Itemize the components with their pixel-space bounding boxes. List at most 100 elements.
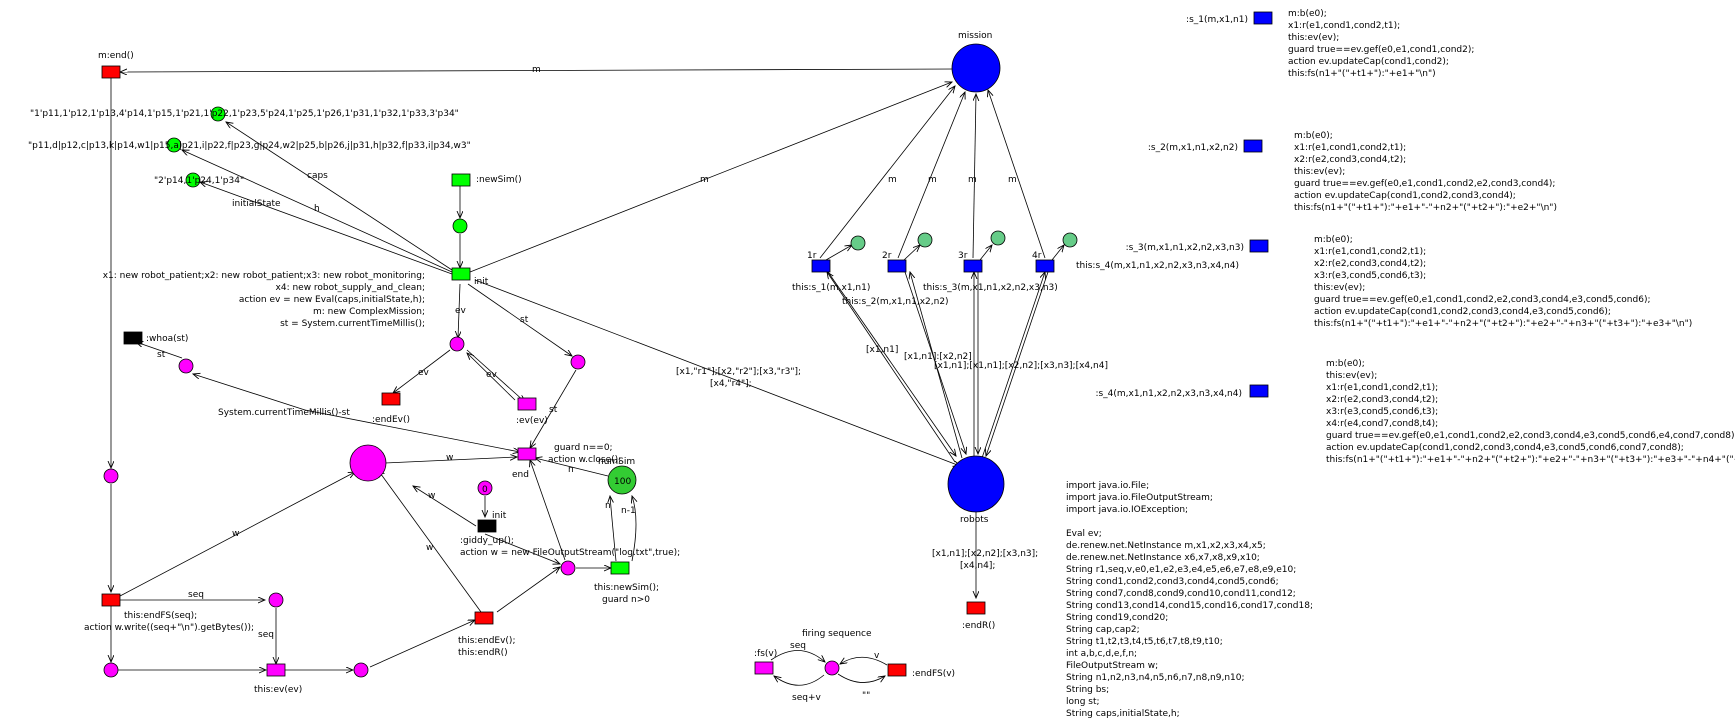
arc-s2-robots (904, 271, 966, 454)
s1-name: :s_1(m,x1,n1) (1186, 15, 1248, 25)
transition-end[interactable] (517, 447, 537, 461)
arc-newsim-numsim (632, 496, 636, 562)
transition-this-ev[interactable] (266, 663, 286, 677)
transition-s2-decl[interactable] (1243, 139, 1263, 153)
s3-line: m:b(e0); (1314, 235, 1353, 245)
place-fs-2[interactable] (917, 232, 933, 248)
arc-robots-s1 (827, 272, 956, 463)
label-sys-time: System.currentTimeMillis()-st (218, 408, 350, 418)
place-after-newsim[interactable] (452, 218, 468, 234)
decl-line: String cap,cap2; (1066, 625, 1140, 635)
place-num-sim[interactable] (607, 465, 637, 495)
transition-s3-decl[interactable] (1249, 239, 1269, 253)
arc-giddy-w (413, 486, 477, 527)
transition-s3[interactable] (963, 259, 983, 273)
transition-s4-decl[interactable] (1249, 384, 1269, 398)
transition-s2[interactable] (887, 259, 907, 273)
arc-place-end (530, 460, 566, 561)
decl-line: de.renew.net.NetInstance x6,x7,x8,x9,x10… (1066, 553, 1260, 563)
arc-init-h (182, 150, 453, 273)
s2-line: this:fs(n1+"("+t1+"):"+e1+"-"+n2+"("+t2+… (1294, 203, 1557, 213)
arcs (111, 69, 1064, 686)
transition-end-fs-v[interactable] (887, 663, 907, 677)
label-st-arc2: st (549, 405, 558, 415)
place-mission[interactable] (951, 43, 1001, 93)
label-guard-n: guard n>0 (602, 595, 650, 605)
arc-endfs-dash (837, 673, 885, 683)
label-firing-sequence: firing sequence (802, 629, 872, 639)
label-this-new-sim: this:newSim(); (594, 583, 659, 593)
label-arc-m-s3: m (968, 175, 977, 185)
transition-this-new-sim[interactable] (610, 561, 630, 575)
label-x-arc2: [x4,"r4"]; (710, 379, 752, 389)
transition-whoa[interactable] (123, 331, 143, 345)
transition-new-sim[interactable] (451, 173, 471, 187)
place-fs-4[interactable] (1062, 232, 1078, 248)
s3-name: :s_3(m,x1,n1,x2,n2,x3,n3) (1126, 243, 1244, 253)
label-h-arc: h (314, 204, 320, 214)
arc-place-endev (369, 620, 475, 668)
place-bottom-left[interactable] (103, 662, 119, 678)
transition-end-ev[interactable] (381, 392, 401, 406)
arc-endfs-v (840, 656, 888, 666)
label-caps-arc: caps (307, 171, 328, 181)
arc-endfs-bigplace (119, 472, 355, 597)
arc-time-end (304, 409, 520, 452)
label-end-fs2: action w.write((seq+"\n").getBytes()); (84, 623, 254, 633)
transition-s1-decl[interactable] (1253, 11, 1273, 25)
label-arc-m-init: m (700, 175, 709, 185)
place-w[interactable] (349, 444, 387, 482)
s3-line: x3:r(e3,cond5,cond6,t3); (1314, 271, 1426, 281)
place-h[interactable] (166, 137, 182, 153)
label-this-s3: this:s_3(m,x1,n1,x2,n2,x3,n3) (923, 283, 1058, 293)
label-ev-arc2: ev (418, 368, 430, 378)
transition-fs[interactable] (754, 661, 774, 675)
decl-line: String t1,t2,t3,t4,t5,t6,t7,t8,t9,t10; (1066, 637, 1223, 647)
transition-end-r[interactable] (966, 601, 986, 615)
transition-ev-ev[interactable] (517, 397, 537, 411)
place-initial-state[interactable] (185, 172, 201, 188)
place-st[interactable] (178, 358, 194, 374)
transition-init[interactable] (451, 267, 471, 281)
label-new-sim: :newSim() (476, 175, 522, 185)
place-zero[interactable] (477, 480, 493, 496)
transition-s1[interactable] (811, 259, 831, 273)
arc-ev-evev (466, 349, 525, 402)
transition-m-end[interactable] (101, 65, 121, 79)
transition-s4[interactable] (1035, 259, 1055, 273)
init-line: x1: new robot_patient;x2: new robot_pati… (103, 271, 425, 281)
place-after-ev[interactable] (353, 662, 369, 678)
label-fs-dash: "" (862, 691, 870, 701)
label-end-fs1: this:endFS(seq); (124, 611, 197, 621)
s1-line: x1:r(e1,cond1,cond2,t1); (1288, 21, 1400, 31)
place-firing-sequence[interactable] (824, 660, 840, 676)
place-fs-1[interactable] (850, 235, 866, 251)
s2-code: m:b(e0); x1:r(e1,cond1,cond2,t1); x2:r(e… (1294, 131, 1557, 213)
s4-line: action ev.updateCap(cond1,cond2,cond3,co… (1326, 443, 1684, 453)
place-ev[interactable] (449, 336, 465, 352)
arc-s1-fs (825, 245, 852, 261)
place-seq[interactable] (268, 592, 284, 608)
label-guard-end1: guard n==0; (554, 443, 613, 453)
place-fs-3[interactable] (990, 230, 1006, 246)
transition-giddy-up[interactable] (477, 519, 497, 533)
transition-this-end-ev[interactable] (474, 611, 494, 625)
decl-line: String cond19,cond20; (1066, 613, 1168, 623)
place-caps[interactable] (210, 106, 226, 122)
label-w-arc4: w (426, 543, 433, 553)
s2-line: m:b(e0); (1294, 131, 1333, 141)
transition-end-fs[interactable] (101, 593, 121, 607)
place-robots[interactable] (947, 455, 1005, 513)
arc-fs-seq-in (770, 650, 825, 662)
place-mend-out[interactable] (103, 468, 119, 484)
place-st2[interactable] (570, 354, 586, 370)
place-after-giddy[interactable] (560, 560, 576, 576)
label-arc-x1n1: [x1,n1] (866, 345, 898, 355)
label-ev-arc: ev (455, 306, 467, 316)
label-end-r: :endR() (962, 621, 995, 631)
init-line: m: new ComplexMission; (313, 307, 425, 317)
label-whoa: :whoa(st) (146, 334, 188, 344)
s2-line: action ev.updateCap(cond1,cond2,cond3,co… (1294, 191, 1516, 201)
label-end-fs-v: :endFS(v) (912, 669, 955, 679)
decl-line: String caps,initialState,h; (1066, 709, 1180, 719)
